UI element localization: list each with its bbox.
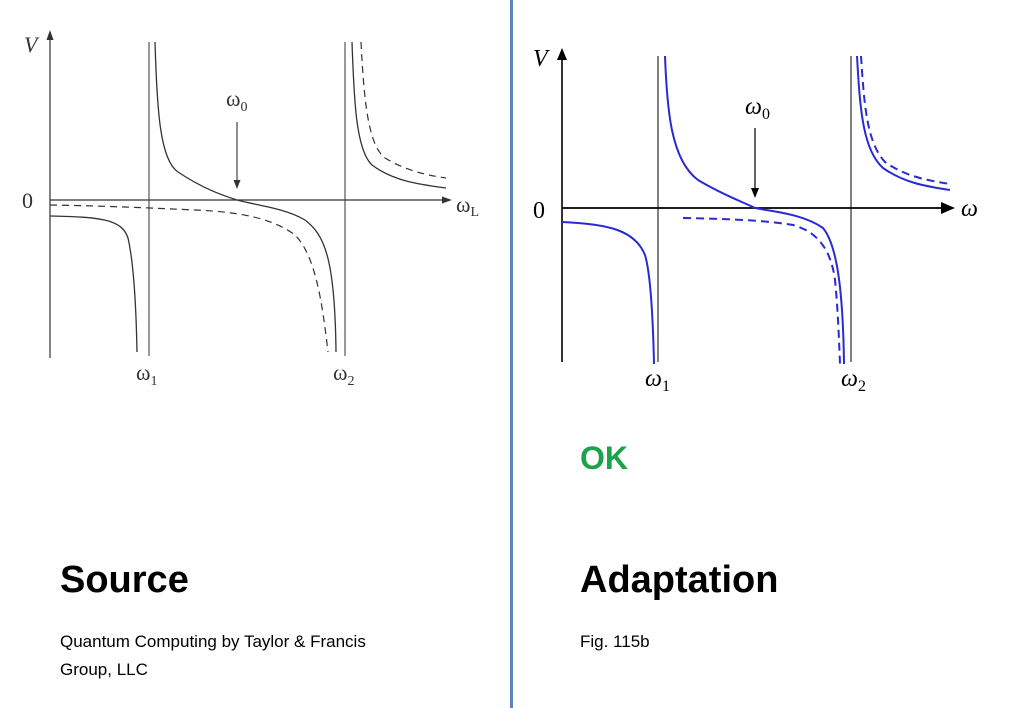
source-caption: Quantum Computing by Taylor & Francis Gr… xyxy=(60,632,366,679)
adaptation-omega0-arrowhead xyxy=(751,188,759,198)
adaptation-solid-curve-middle xyxy=(664,55,845,365)
adaptation-dashed-curve-right xyxy=(860,55,951,185)
source-zero-label: 0 xyxy=(22,188,33,213)
source-solid-curve-right xyxy=(351,41,447,189)
adaptation-panel: V ω 0 ω0 ω1 ω2 OK Adaptation Fig. 115b xyxy=(513,0,1023,708)
status-ok-label: OK xyxy=(580,440,628,476)
adaptation-plot: V ω 0 ω0 ω1 ω2 xyxy=(533,46,978,395)
source-y-axis-arrow xyxy=(46,30,54,40)
source-x-axis-arrow xyxy=(442,196,452,204)
adaptation-dashed-curve-middle xyxy=(682,217,841,365)
source-heading: Source xyxy=(60,559,189,601)
panel-divider xyxy=(510,0,513,708)
source-panel: V ωL 0 ω0 ω1 ω2 Source Quantum Computing… xyxy=(0,0,510,708)
adaptation-x-axis-arrow xyxy=(941,202,955,214)
source-dashed-curve-middle xyxy=(49,204,329,353)
source-omega1-label: ω1 xyxy=(136,360,157,389)
adaptation-caption: Fig. 115b xyxy=(580,632,650,651)
adaptation-y-axis-label: V xyxy=(533,46,550,72)
source-dashed-curve-right xyxy=(360,41,447,179)
adaptation-omega1-label: ω1 xyxy=(645,366,670,395)
adaptation-omega0-label: ω0 xyxy=(745,94,770,123)
adaptation-y-axis-arrow xyxy=(557,48,567,60)
source-x-axis-label: ωL xyxy=(456,192,479,220)
adaptation-zero-label: 0 xyxy=(533,198,545,224)
adaptation-solid-curve-right xyxy=(856,55,951,191)
source-omega0-arrowhead xyxy=(233,180,241,189)
source-y-axis-label: V xyxy=(24,32,40,57)
source-solid-curve-middle xyxy=(154,41,337,353)
adaptation-solid-curve-left xyxy=(561,221,655,365)
source-omega2-label: ω2 xyxy=(333,360,354,389)
adaptation-x-axis-label: ω xyxy=(961,196,978,222)
source-omega0-label: ω0 xyxy=(226,86,247,115)
source-plot: V ωL 0 ω0 ω1 ω2 xyxy=(22,30,479,389)
adaptation-heading: Adaptation xyxy=(580,559,779,601)
source-solid-curve-left xyxy=(49,215,138,353)
adaptation-omega2-label: ω2 xyxy=(841,366,866,395)
